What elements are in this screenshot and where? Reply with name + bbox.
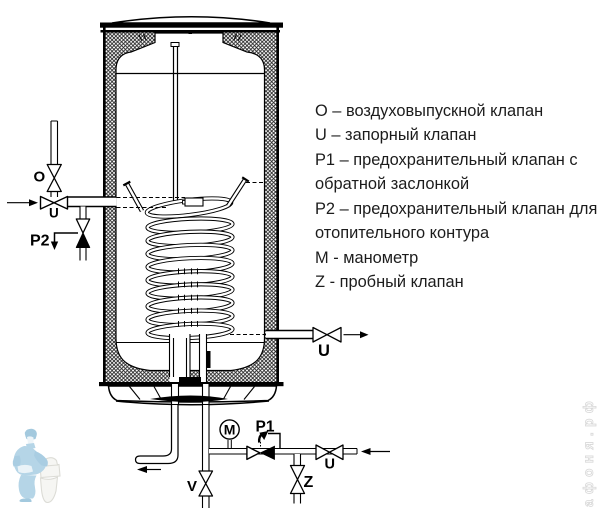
svg-text:V: V (187, 478, 197, 495)
svg-text:P2: P2 (30, 233, 50, 250)
svg-text:P1: P1 (256, 419, 275, 436)
svg-text:O: O (34, 169, 46, 186)
svg-text:M: M (224, 422, 236, 438)
svg-text:U: U (318, 342, 330, 360)
svg-text:Z: Z (304, 474, 314, 491)
svg-text:U: U (49, 206, 59, 221)
svg-text:U: U (325, 457, 335, 473)
